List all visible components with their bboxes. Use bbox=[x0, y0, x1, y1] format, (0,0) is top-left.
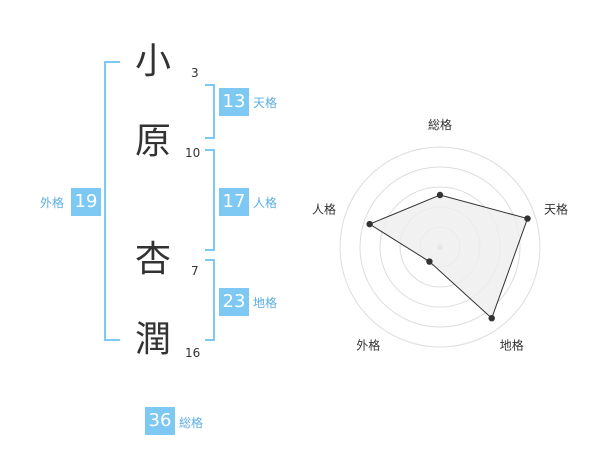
radar-axis-label: 外格 bbox=[356, 338, 380, 353]
soukaku-label: 総格 bbox=[179, 416, 204, 430]
name-char-4: 潤 bbox=[134, 319, 171, 360]
gaikaku-label: 外格 bbox=[40, 196, 65, 210]
radar-axis-label: 地格 bbox=[500, 338, 524, 353]
gaikaku-bracket bbox=[104, 61, 120, 341]
radar-axis-label: 総格 bbox=[428, 117, 452, 132]
name-char-3: 杏 bbox=[134, 239, 171, 280]
chikaku-value: 23 bbox=[219, 288, 249, 316]
tenkaku-bracket bbox=[205, 84, 215, 139]
radar-point bbox=[426, 258, 433, 265]
jinkaku-value: 17 bbox=[219, 188, 249, 216]
radar-point bbox=[488, 314, 495, 322]
radar-point bbox=[524, 215, 531, 222]
radar-value-polygon bbox=[368, 194, 529, 320]
chikaku-bracket bbox=[205, 259, 215, 341]
radar-grid-ring bbox=[339, 146, 541, 348]
radar-grid-ring bbox=[359, 166, 521, 328]
stroke-count-1: 3 bbox=[191, 66, 199, 80]
radar-point bbox=[436, 191, 444, 199]
radar-axis-label: 天格 bbox=[544, 201, 568, 216]
stroke-count-4: 16 bbox=[185, 346, 201, 360]
radar-point bbox=[366, 220, 373, 228]
chikaku-label: 地格 bbox=[253, 296, 278, 310]
name-char-2: 原 bbox=[134, 121, 171, 162]
name-char-1: 小 bbox=[134, 41, 171, 82]
stroke-count-3: 7 bbox=[191, 264, 199, 278]
jinkaku-label: 人格 bbox=[253, 196, 278, 210]
soukaku-value: 36 bbox=[145, 407, 175, 435]
tenkaku-label: 天格 bbox=[253, 96, 278, 110]
gaikaku-value: 19 bbox=[71, 188, 101, 216]
tenkaku-value: 13 bbox=[219, 88, 249, 116]
jinkaku-bracket bbox=[205, 149, 215, 251]
radar-axis-label: 人格 bbox=[312, 201, 336, 216]
stroke-count-2: 10 bbox=[185, 146, 201, 160]
